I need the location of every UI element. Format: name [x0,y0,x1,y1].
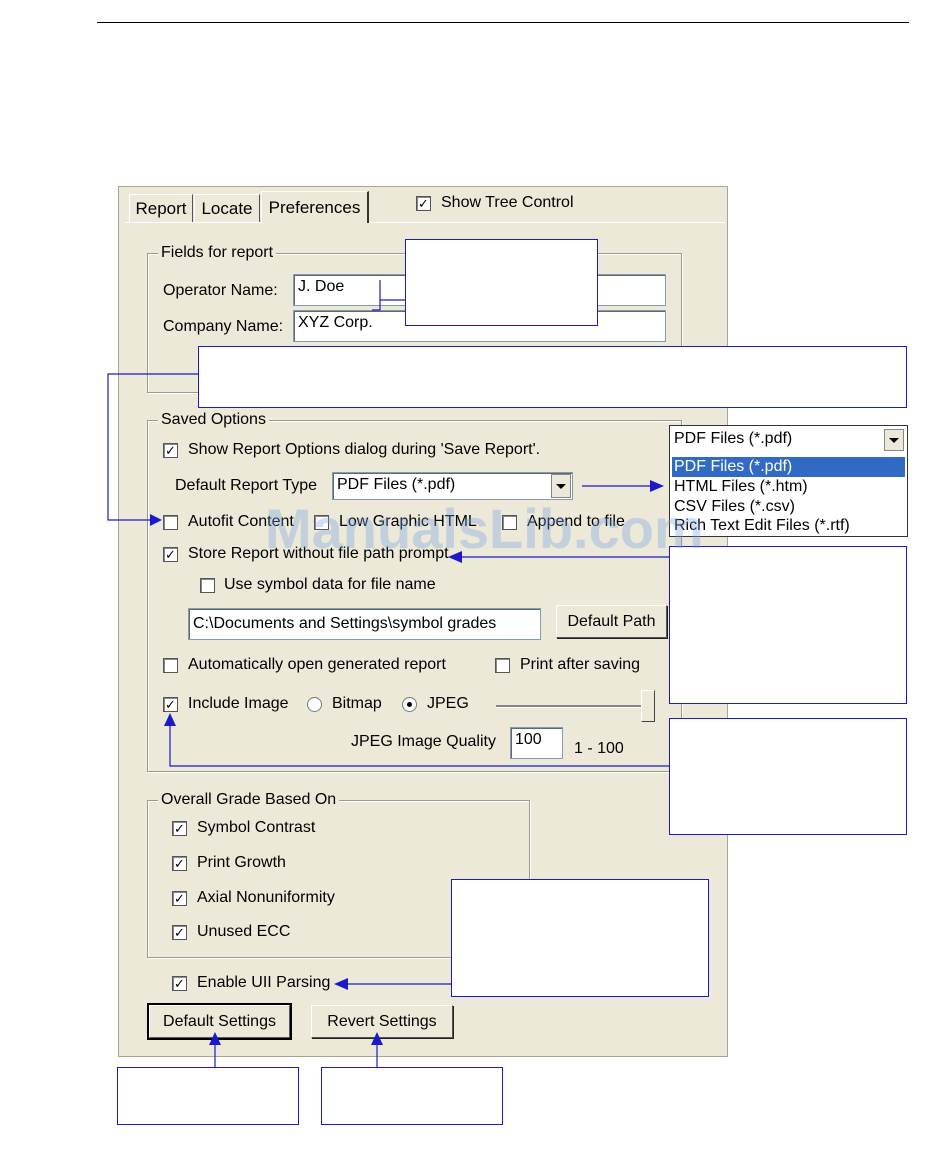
dropdown-option-pdf[interactable]: PDF Files (*.pdf) [672,457,905,477]
tab-strip-line [125,222,725,223]
file-path-input[interactable]: C:\Documents and Settings\symbol grades [188,608,541,640]
append-to-file-checkbox[interactable] [502,515,517,530]
fields-for-report-title: Fields for report [158,244,277,262]
enable-uii-parsing-checkbox[interactable]: ✓ [172,976,187,991]
arrow-autofit [107,373,198,521]
arrow-head [448,551,462,563]
dropdown-option-html[interactable]: HTML Files (*.htm) [674,478,808,495]
dropdown-arrow-button[interactable] [884,429,904,451]
dropdown-selected-value: PDF Files (*.pdf) [674,430,793,447]
callout-box-default-settings [117,1067,299,1125]
bitmap-label: Bitmap [332,695,382,712]
symbol-contrast-checkbox[interactable]: ✓ [172,821,187,836]
symbol-contrast-label: Symbol Contrast [197,819,316,836]
show-tree-control-checkbox[interactable]: ✓ [416,196,431,211]
chevron-down-icon [889,437,899,443]
auto-open-report-checkbox[interactable] [163,658,178,673]
default-settings-button[interactable]: Default Settings [147,1003,292,1040]
radio-selected-dot [407,702,412,707]
dropdown-field[interactable]: PDF Files (*.pdf) [670,426,907,454]
default-report-type-dropdown-button[interactable] [551,474,571,498]
callout-box-autofit [198,346,907,408]
saved-options-title: Saved Options [158,411,269,429]
tab-report[interactable]: Report [129,194,193,222]
chevron-down-icon [556,483,566,489]
arrow-head [209,1032,221,1045]
low-graphic-html-checkbox[interactable] [314,515,329,530]
jpeg-quality-input[interactable]: 100 [510,727,563,759]
autofit-content-label: Autofit Content [188,513,294,530]
unused-ecc-label: Unused ECC [197,923,291,940]
unused-ecc-checkbox[interactable]: ✓ [172,925,187,940]
dropdown-option-csv[interactable]: CSV Files (*.csv) [674,498,795,515]
default-path-button[interactable]: Default Path [556,605,667,638]
revert-settings-button[interactable]: Revert Settings [311,1005,453,1038]
company-name-label: Company Name: [163,318,284,335]
report-type-dropdown-list: PDF Files (*.pdf) PDF Files (*.pdf) HTML… [669,425,908,537]
use-symbol-data-label: Use symbol data for file name [224,576,436,593]
show-report-options-label: Show Report Options dialog during 'Save … [188,441,541,458]
callout-box-store-report [669,546,907,704]
tab-preferences[interactable]: Preferences [261,191,369,223]
bitmap-radio[interactable] [307,697,322,712]
autofit-content-checkbox[interactable] [163,515,178,530]
jpeg-quality-range: 1 - 100 [574,740,624,757]
callout-box-fields [405,239,598,326]
include-image-checkbox[interactable]: ✓ [163,697,178,712]
low-graphic-html-label: Low Graphic HTML [339,513,477,530]
arrow-head [150,514,162,526]
default-report-type-select[interactable]: PDF Files (*.pdf) [332,472,573,500]
enable-uii-parsing-label: Enable UII Parsing [197,974,331,991]
include-image-label: Include Image [188,695,289,712]
callout-box-include-image [669,718,907,835]
overall-grade-title: Overall Grade Based On [158,791,340,809]
use-symbol-data-checkbox[interactable] [200,578,215,593]
append-to-file-label: Append to file [527,513,625,530]
arrow-fields-connector [372,280,381,311]
watermark: ManualsLib.com [265,497,704,560]
dropdown-option-rtf[interactable]: Rich Text Edit Files (*.rtf) [674,517,850,534]
jpeg-quality-slider-thumb[interactable] [641,690,655,722]
arrow-head [334,978,348,990]
show-report-options-checkbox[interactable]: ✓ [163,443,178,458]
show-tree-control-label: Show Tree Control [441,194,574,211]
arrow-head [164,713,176,726]
print-growth-label: Print Growth [197,854,286,871]
callout-box-revert-settings [321,1067,503,1125]
axial-nonuniformity-checkbox[interactable]: ✓ [172,891,187,906]
callout-box-uii [451,879,709,997]
store-report-label: Store Report without file path prompt [188,545,449,562]
arrow-include-image [169,726,669,767]
store-report-checkbox[interactable]: ✓ [163,547,178,562]
jpeg-radio[interactable] [402,697,417,712]
default-report-type-label: Default Report Type [175,477,318,494]
jpeg-quality-label: JPEG Image Quality [351,733,496,750]
arrow-head [371,1032,383,1045]
print-growth-checkbox[interactable]: ✓ [172,856,187,871]
header-rule [97,22,909,23]
operator-name-label: Operator Name: [163,282,278,299]
jpeg-quality-slider-track[interactable] [496,705,646,708]
auto-open-report-label: Automatically open generated report [188,656,446,673]
print-after-saving-checkbox[interactable] [495,658,510,673]
arrow-head [650,480,664,492]
tab-locate[interactable]: Locate [194,194,260,222]
print-after-saving-label: Print after saving [520,656,641,673]
axial-nonuniformity-label: Axial Nonuniformity [197,889,335,906]
jpeg-label: JPEG [427,695,469,712]
